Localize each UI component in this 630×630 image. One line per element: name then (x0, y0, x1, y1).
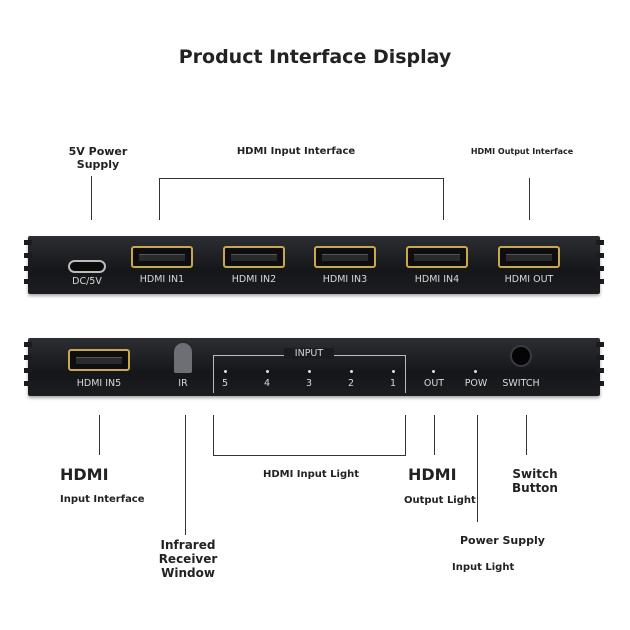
input-number: 1 (389, 378, 397, 389)
switch-label: SWITCH (502, 378, 540, 389)
input-led-2 (350, 370, 353, 373)
port-label: HDMI IN3 (322, 274, 368, 285)
out-led (432, 370, 435, 373)
callout-hdmi-right: HDMI (408, 465, 457, 484)
leader-line (91, 176, 92, 220)
port-label: HDMI IN4 (414, 274, 460, 285)
callout-hdmi-input-interface: HDMI Input Interface (236, 146, 356, 157)
callout-input-interface: Input Interface (60, 494, 145, 505)
input-led-3 (308, 370, 311, 373)
hdmi-in2-port[interactable] (223, 246, 285, 268)
leader-line (159, 178, 160, 220)
leader-line (529, 178, 530, 220)
bracket-line (213, 455, 406, 456)
input-number: 5 (221, 378, 229, 389)
leader-line (434, 415, 435, 455)
port-label: DC/5V (72, 276, 102, 287)
switcher-front-panel: DC/5V HDMI IN1 HDMI IN2 HDMI IN3 HDMI IN… (24, 236, 604, 294)
switch-button[interactable] (510, 345, 532, 367)
leader-line (213, 415, 214, 455)
input-number: 2 (347, 378, 355, 389)
ir-label: IR (178, 378, 188, 389)
leader-line (477, 415, 478, 522)
leader-line (405, 415, 406, 455)
hdmi-in1-port[interactable] (131, 246, 193, 268)
switcher-rear-panel: HDMI IN5 IR INPUT 5 4 3 2 1 OUT POW SWIT… (24, 338, 604, 396)
input-group-label: INPUT (284, 348, 334, 359)
hdmi-in5-port[interactable] (68, 349, 130, 371)
leader-line (526, 415, 527, 455)
pow-led (474, 370, 477, 373)
bracket-line (159, 178, 444, 179)
callout-5v-power-supply: 5V Power Supply (68, 145, 128, 171)
out-label: OUT (423, 378, 445, 389)
usb-c-port[interactable] (68, 260, 106, 273)
input-led-1 (392, 370, 395, 373)
input-number: 3 (305, 378, 313, 389)
leader-line (185, 415, 186, 535)
page-title: Product Interface Display (178, 46, 452, 68)
port-label: HDMI IN1 (139, 274, 185, 285)
callout-hdmi-input-light: HDMI Input Light (262, 469, 360, 480)
callout-output-light: Output Light (404, 495, 476, 506)
leader-line (99, 415, 100, 455)
ir-window (174, 343, 192, 373)
port-label: HDMI IN5 (76, 378, 122, 389)
leader-line (443, 178, 444, 220)
callout-switch-button: Switch Button (512, 467, 558, 495)
callout-input-light: Input Light (452, 562, 515, 573)
callout-power-supply: Power Supply (460, 534, 545, 547)
hdmi-in4-port[interactable] (406, 246, 468, 268)
callout-infrared-receiver-window: Infrared Receiver Window (158, 538, 218, 581)
port-label: HDMI IN2 (231, 274, 277, 285)
pow-label: POW (464, 378, 488, 389)
hdmi-out-port[interactable] (498, 246, 560, 268)
input-number: 4 (263, 378, 271, 389)
callout-hdmi-output-interface: HDMI Output Interface (470, 147, 574, 156)
input-led-4 (266, 370, 269, 373)
input-led-5 (224, 370, 227, 373)
callout-hdmi-left: HDMI (60, 465, 109, 484)
port-label: HDMI OUT (504, 274, 554, 285)
hdmi-in3-port[interactable] (314, 246, 376, 268)
